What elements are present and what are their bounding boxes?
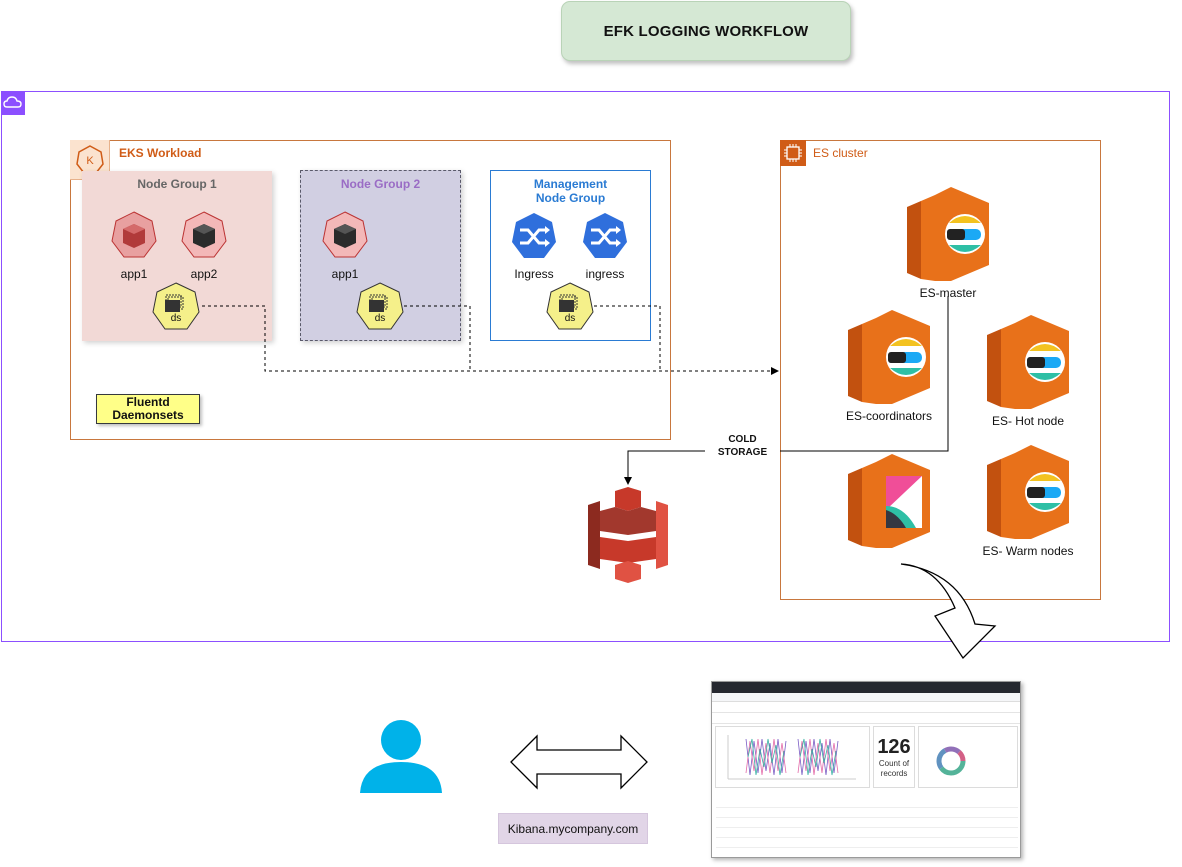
daemonset-icon [356,282,404,330]
aws-cloud-region [1,91,1170,642]
kibana-dashboard-screenshot: 126 Count of records [711,681,1021,858]
curved-arrow-icon [900,563,997,660]
management-title-line2: Node Group [535,191,606,205]
ds-label-3: ds [564,313,576,324]
dashboard-donut-panel [918,726,1018,788]
pod-icon [181,211,227,258]
ng2-app1-label: app1 [331,267,359,281]
dashboard-kpi-panel: 126 Count of records [873,726,915,788]
fluentd-line2: Daemonsets [112,408,184,422]
elasticsearch-icon [987,445,1069,539]
bidirectional-arrow-icon [510,734,648,790]
aws-cloud-icon [1,91,25,115]
app2-label: app2 [190,267,218,281]
daemonset-icon [546,282,594,330]
cold-storage-label: COLD STORAGE [705,433,780,459]
es-coordinators-label: ES-coordinators [845,409,933,423]
elasticsearch-icon [907,187,989,281]
chip-icon [780,140,806,166]
svg-text:K: K [86,155,94,167]
s3-bucket-icon [588,487,668,583]
management-title-line1: Management [533,177,608,191]
fluentd-line1: Fluentd [126,395,170,409]
kibana-url-label: Kibana.mycompany.com [498,813,648,844]
eks-workload-label: EKS Workload [119,146,202,160]
cold-storage-line2: STORAGE [717,447,768,458]
kpi-caption-line2: records [880,769,908,778]
eks-workload-group [70,140,671,440]
node-group-1-title: Node Group 1 [137,177,217,191]
ds-label-2: ds [374,313,386,324]
daemonset-icon [152,282,200,330]
management-node-group: Management Node Group [490,170,651,341]
diagram-title: EFK LOGGING WORKFLOW [561,1,851,61]
dashboard-line-panel [715,726,870,788]
es-warm-nodes-label: ES- Warm nodes [982,544,1074,558]
ingress-label-1: Ingress [514,267,554,281]
es-cluster-group [780,140,1101,600]
ingress-icon [583,213,627,258]
pod-icon [111,211,157,258]
app1-label: app1 [120,267,148,281]
ds-label-1: ds [170,313,182,324]
kpi-value: 126 [877,736,911,758]
elasticsearch-icon [848,310,930,404]
kibana-icon [848,454,930,548]
es-hot-node-label: ES- Hot node [991,414,1065,428]
pod-icon [322,211,368,258]
user-icon [360,720,442,793]
ingress-icon [512,213,556,258]
fluentd-daemonsets-note: Fluentd Daemonsets [96,394,200,424]
es-cluster-label: ES cluster [813,146,868,160]
elasticsearch-icon [987,315,1069,409]
ingress-label-2: ingress [585,267,625,281]
cold-storage-line1: COLD [728,434,757,445]
es-master-label: ES-master [919,286,977,300]
node-group-2: Node Group 2 [300,170,461,341]
node-group-2-title: Node Group 2 [340,177,421,191]
kpi-caption-line1: Count of [878,759,910,768]
